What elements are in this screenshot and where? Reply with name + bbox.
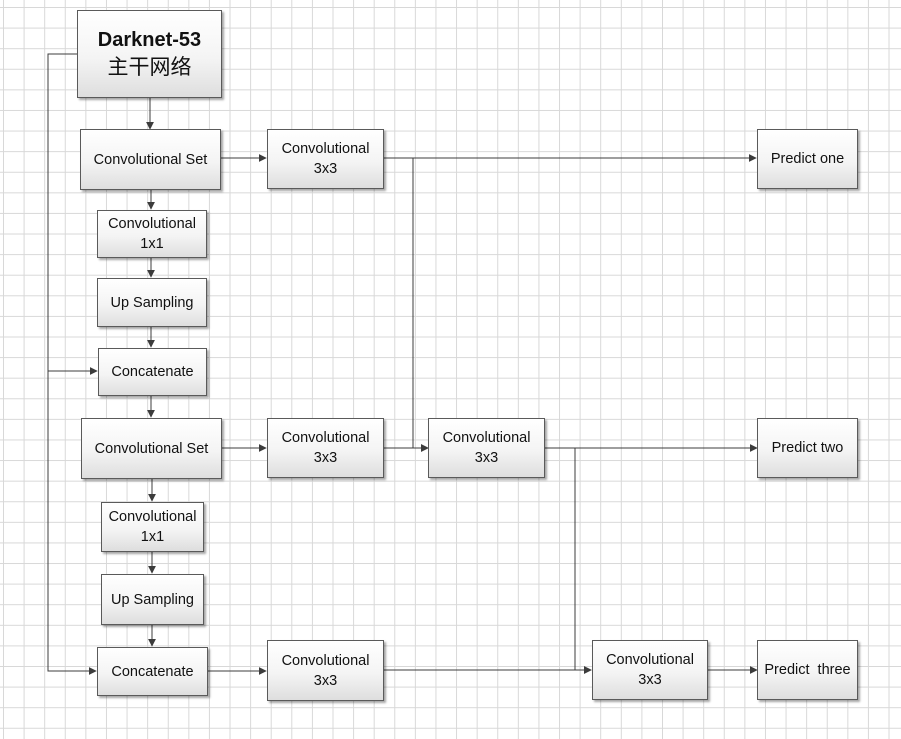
node-label: Concatenate (111, 364, 194, 380)
predict-one-node: Predict one (757, 129, 858, 189)
node-label-line2: 3x3 (638, 672, 662, 688)
node-label-line2: 3x3 (474, 450, 499, 466)
edge-conv3c-branch-to-conv3e (545, 447, 592, 674)
edge-conv3a-branch-to-conv3c (384, 157, 429, 452)
concatenate-1-node: Concatenate (98, 348, 207, 396)
up-sampling-1-node: Up Sampling (97, 278, 207, 327)
node-label: Convolutional Set (94, 440, 209, 457)
node-label-line1: Convolutional (442, 430, 531, 446)
node-label-line2: 3x3 (313, 672, 338, 689)
node-label-line1: Convolutional (108, 216, 196, 232)
darknet-53-backbone-node: Darknet-53 主干网络 (77, 10, 222, 98)
convolutional-set-1-node: Convolutional Set (80, 129, 221, 190)
node-label-line1: Convolutional (281, 430, 370, 446)
convolutional-1x1-2-node: Convolutional 1x1 (101, 502, 204, 552)
node-label: Predict three (764, 662, 851, 678)
node-label: Predict two (771, 440, 844, 456)
node-label-line2: 3x3 (313, 161, 338, 177)
node-label-line2: 1x1 (140, 236, 164, 252)
node-label-line1: Convolutional (281, 652, 370, 669)
convolutional-3x3-c-node: Convolutional 3x3 (428, 418, 545, 478)
node-label-line2: 3x3 (313, 450, 338, 466)
node-label: Predict one (770, 151, 845, 167)
concatenate-2-node: Concatenate (97, 647, 208, 696)
node-label-line2: 1x1 (140, 529, 165, 545)
convolutional-3x3-a-node: Convolutional 3x3 (267, 129, 384, 189)
convolutional-1x1-1-node: Convolutional 1x1 (97, 210, 207, 258)
convolutional-set-2-node: Convolutional Set (81, 418, 222, 479)
predict-two-node: Predict two (757, 418, 858, 478)
darknet-subtitle: 主干网络 (107, 56, 192, 79)
node-label-line1: Convolutional (281, 141, 370, 157)
edge-darknet-skip-to-concat-1 (47, 53, 98, 375)
node-label: Up Sampling (110, 591, 194, 608)
convolutional-3x3-d-node: Convolutional 3x3 (267, 640, 384, 701)
node-label-line1: Convolutional (108, 509, 197, 525)
predict-three-node: Predict three (757, 640, 858, 700)
node-label: Up Sampling (110, 294, 194, 311)
edge-darknet-skip-to-concat-2 (47, 371, 97, 675)
up-sampling-2-node: Up Sampling (101, 574, 204, 625)
convolutional-3x3-e-node: Convolutional 3x3 (592, 640, 708, 700)
darknet-title: Darknet-53 (97, 29, 202, 51)
node-label-line1: Convolutional (606, 652, 694, 668)
node-label: Convolutional Set (93, 151, 208, 168)
convolutional-3x3-b-node: Convolutional 3x3 (267, 418, 384, 478)
node-label: Concatenate (111, 663, 194, 680)
